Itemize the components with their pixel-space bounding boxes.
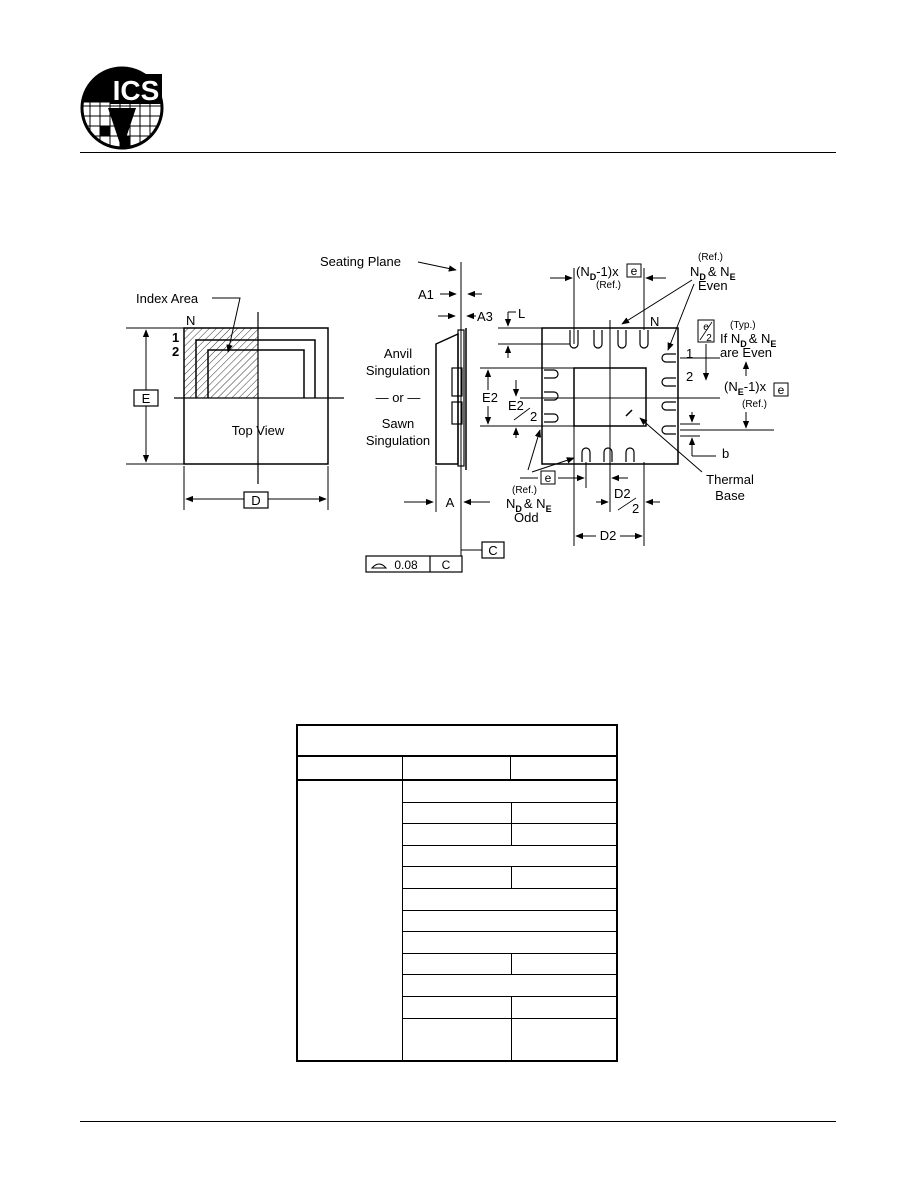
table-header-col1 xyxy=(403,757,511,781)
ne-pitch-ref: (Ref.) xyxy=(742,399,767,410)
datum-c-label: C xyxy=(488,543,497,558)
table-row xyxy=(403,932,616,954)
package-outline-drawing: N 1 2 Index Area Top View E D Seating Pl… xyxy=(126,252,789,573)
even-label: Even xyxy=(698,278,728,293)
header-rule xyxy=(80,152,836,153)
side-view: Seating Plane A1 A3 Anvil Singulation — … xyxy=(320,254,505,573)
logo-text: ICS xyxy=(113,75,160,106)
odd-sub-d: D xyxy=(515,504,522,514)
anvil-label-line1: Anvil xyxy=(384,346,412,361)
table-title-row xyxy=(298,726,616,757)
typ-label: (Typ.) xyxy=(730,320,756,331)
odd-amp: & N xyxy=(524,496,546,511)
svg-text:ND& NE: ND& NE xyxy=(690,264,736,282)
table-row xyxy=(403,846,616,867)
nd-pitch-prefix: (N xyxy=(576,264,590,279)
table-row xyxy=(403,867,616,889)
dim-d2-label: D2 xyxy=(600,528,617,543)
svg-text:ND& NE: ND& NE xyxy=(506,496,552,514)
e-half-den: 2 xyxy=(706,333,712,344)
even-ref: (Ref.) xyxy=(698,252,723,263)
even-sub-d: D xyxy=(699,272,706,282)
top-view-label: Top View xyxy=(232,423,285,438)
odd-ref: (Ref.) xyxy=(512,485,537,496)
if-sub-d: D xyxy=(740,339,747,349)
table-row xyxy=(403,954,616,975)
index-area-label: Index Area xyxy=(136,291,199,306)
dim-e-label: E xyxy=(142,391,151,406)
top-pin-n-label: N xyxy=(186,313,195,328)
a1-label: A1 xyxy=(418,287,434,302)
thermal-label-line2: Base xyxy=(715,488,745,503)
table-row xyxy=(403,824,616,846)
flatness-value: 0.08 xyxy=(394,558,418,572)
anvil-label-line2: Singulation xyxy=(366,363,430,378)
svg-text:(ND-1)x: (ND-1)x xyxy=(576,264,619,282)
dimension-table xyxy=(296,724,618,1062)
ics-logo: ICS xyxy=(80,66,164,150)
if-amp: & N xyxy=(749,331,771,346)
odd-label: Odd xyxy=(514,510,539,525)
odd-pitch-e: e xyxy=(545,471,552,485)
ne-pitch-e: e xyxy=(778,383,785,397)
dim-e2-half-num: E2 xyxy=(508,398,524,413)
nd-pitch-suffix: -1)x xyxy=(596,264,619,279)
table-row xyxy=(403,781,616,803)
table-row xyxy=(403,997,616,1019)
nd-pitch-e: e xyxy=(631,264,638,278)
table-row xyxy=(403,911,616,932)
ne-pitch-prefix: (N xyxy=(724,379,738,394)
dim-d2-half-num: D2 xyxy=(614,486,631,501)
ne-pitch-suffix: -1)x xyxy=(744,379,767,394)
top-view: N 1 2 Index Area Top View E D xyxy=(126,291,344,510)
seating-plane-label: Seating Plane xyxy=(320,254,401,269)
a3-label: A3 xyxy=(477,309,493,324)
bottom-pin-1-label: 1 xyxy=(686,346,693,361)
bottom-pin-n-label: N xyxy=(650,314,659,329)
if-sub-e: E xyxy=(770,339,776,349)
nd-pitch-ref: (Ref.) xyxy=(596,280,621,291)
dim-e2-half-den: 2 xyxy=(530,409,537,424)
table-row xyxy=(403,1019,616,1060)
table-row xyxy=(403,975,616,997)
dim-a-label: A xyxy=(446,495,455,510)
odd-sub-e: E xyxy=(546,504,552,514)
or-label: — or — xyxy=(376,390,421,405)
even-amp: & N xyxy=(708,264,730,279)
flatness-datum: C xyxy=(442,558,451,572)
table-row xyxy=(403,889,616,911)
nd-pitch-sub: D xyxy=(590,272,597,282)
dim-e2-label: E2 xyxy=(482,390,498,405)
top-pin-1-label: 1 xyxy=(172,330,179,345)
sawn-label-line2: Singulation xyxy=(366,433,430,448)
even-n: N xyxy=(690,264,699,279)
table-header-col2 xyxy=(511,757,616,781)
footer-rule xyxy=(80,1121,836,1122)
odd-n: N xyxy=(506,496,515,511)
if-n-label: If N xyxy=(720,331,740,346)
svg-text:If ND& NE: If ND& NE xyxy=(720,331,776,349)
bottom-view: (ND-1)x e (Ref.) (Ref.) ND& NE Even N 1 … xyxy=(476,252,789,546)
e-half-num: e xyxy=(703,322,709,333)
top-pin-2-label: 2 xyxy=(172,344,179,359)
dim-d-label: D xyxy=(251,493,260,508)
are-even-label: are Even xyxy=(720,345,772,360)
dim-b-label: b xyxy=(722,446,729,461)
thermal-label-line1: Thermal xyxy=(706,472,754,487)
table-row xyxy=(403,803,616,824)
dim-l-label: L xyxy=(518,306,525,321)
bottom-pin-2-label: 2 xyxy=(686,369,693,384)
dim-d2-half-den: 2 xyxy=(632,501,639,516)
sawn-label-line1: Sawn xyxy=(382,416,415,431)
svg-text:(NE-1)x: (NE-1)x xyxy=(724,379,767,397)
even-sub-e: E xyxy=(730,272,736,282)
table-header-symbol xyxy=(298,757,403,781)
table-left-column xyxy=(298,781,403,1060)
ne-pitch-sub: E xyxy=(738,387,744,397)
